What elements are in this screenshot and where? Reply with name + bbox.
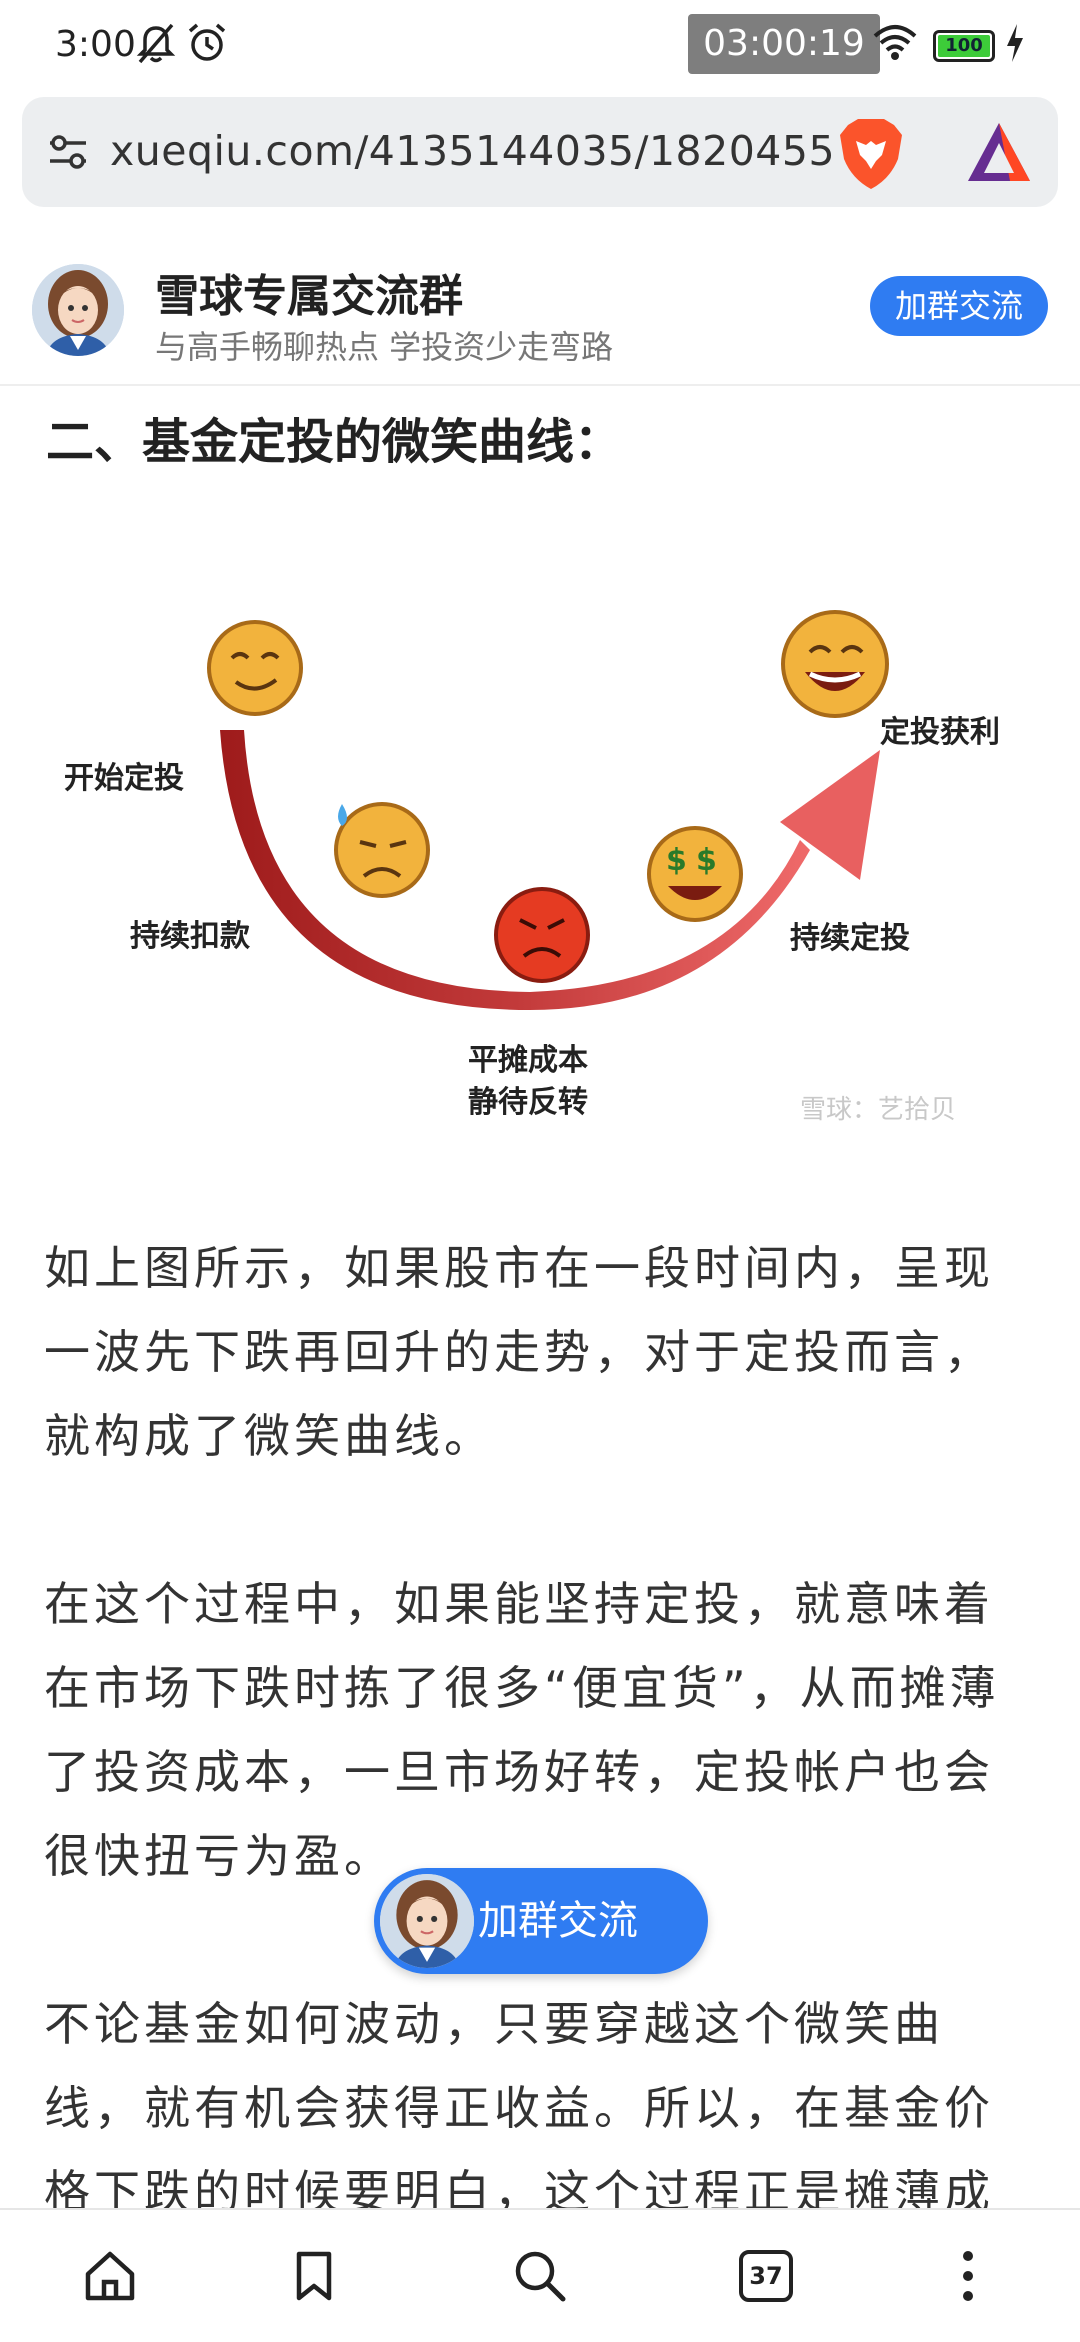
laughing-face-icon (781, 610, 889, 718)
status-bar: 3:00 03:00:19 100 (0, 0, 1080, 95)
home-icon (85, 2251, 135, 2301)
section-heading: 二、基金定投的微笑曲线： (46, 414, 623, 470)
sweat-face-icon (334, 802, 430, 898)
label-continue-invest: 持续定投 (790, 921, 910, 956)
paragraph-line: 在市场下跌时拣了很多“便宜货”，从而摊薄 (44, 1661, 1000, 1715)
watermark: 雪球：艺拾贝 (800, 1095, 956, 1125)
label-profit: 定投获利 (880, 715, 1000, 750)
label-average-cost-1: 平摊成本 (468, 1043, 588, 1078)
battery-level: 100 (938, 35, 990, 57)
label-continue-debit: 持续扣款 (130, 919, 251, 954)
bookmark-icon (296, 2251, 332, 2301)
brave-rewards-icon[interactable] (964, 119, 1034, 185)
label-average-cost-2: 静待反转 (468, 1085, 588, 1120)
floating-join-button[interactable]: 加群交流 (374, 1868, 708, 1974)
search-button[interactable] (480, 2210, 600, 2342)
wifi-icon (873, 25, 917, 60)
bottom-nav: 37 (0, 2208, 1080, 2340)
paragraph-line: 在这个过程中，如果能坚持定投，就意味着 (44, 1577, 994, 1631)
smile-curve-illustration: $ $ 开始定投 持续扣款 平摊成本 静待反转 持续定投 定投获利 雪球：艺拾贝 (40, 540, 1040, 1160)
charging-icon (1007, 24, 1023, 62)
paragraph-line: 一波先下跌再回升的走势，对于定投而言， (44, 1325, 994, 1379)
bell-muted-icon (136, 23, 176, 64)
floating-join-label: 加群交流 (478, 1898, 638, 1944)
smile-face-icon (207, 620, 303, 716)
alarm-icon (188, 23, 226, 61)
brave-shields-icon[interactable] (836, 115, 906, 191)
more-button[interactable] (908, 2210, 1028, 2342)
paragraph-1: 如上图所示，如果股市在一段时间内，呈现 一波先下跌再回升的走势，对于定投而言， … (44, 1226, 1044, 1478)
svg-text:$: $ (696, 843, 717, 878)
join-group-button[interactable]: 加群交流 (870, 276, 1048, 336)
paragraph-3: 不论基金如何波动，只要穿越这个微笑曲 线，就有机会获得正收益。所以，在基金价 格… (44, 1982, 1044, 2234)
address-bar[interactable]: xueqiu.com/4135144035/1820455 (22, 97, 1058, 207)
arrow-head (780, 750, 880, 880)
angry-face-icon (494, 887, 590, 983)
avatar (380, 1874, 474, 1968)
paragraph-line: 很快扭亏为盈。 (44, 1829, 394, 1883)
paragraph-2: 在这个过程中，如果能坚持定投，就意味着 在市场下跌时拣了很多“便宜货”，从而摊薄… (44, 1562, 1044, 1898)
paragraph-line: 就构成了微笑曲线。 (44, 1409, 494, 1463)
label-start: 开始定投 (64, 761, 184, 796)
home-button[interactable] (50, 2210, 170, 2342)
site-settings-icon[interactable] (46, 131, 90, 173)
banner-subtitle: 与高手畅聊热点 学投资少走弯路 (155, 328, 614, 366)
avatar (32, 264, 124, 356)
url-text[interactable]: xueqiu.com/4135144035/1820455 (110, 127, 836, 175)
clock-overlay: 03:00:19 (688, 14, 880, 74)
paragraph-line: 线，就有机会获得正收益。所以，在基金价 (44, 2081, 994, 2135)
more-icon (963, 2251, 973, 2301)
banner-title: 雪球专属交流群 (155, 271, 463, 322)
tabs-icon: 37 (739, 2250, 793, 2302)
status-time: 3:00 (55, 24, 136, 65)
paragraph-line: 了投资成本，一旦市场好转，定投帐户也会 (44, 1745, 994, 1799)
money-face-icon: $ $ (647, 826, 743, 922)
battery-icon: 100 (933, 30, 995, 62)
svg-text:$: $ (666, 843, 687, 878)
tabs-button[interactable]: 37 (706, 2210, 826, 2342)
paragraph-line: 不论基金如何波动，只要穿越这个微笑曲 (44, 1997, 944, 2051)
bookmark-button[interactable] (254, 2210, 374, 2342)
group-banner[interactable]: 雪球专属交流群 与高手畅聊热点 学投资少走弯路 加群交流 (0, 236, 1080, 386)
search-icon (515, 2251, 566, 2302)
paragraph-line: 如上图所示，如果股市在一段时间内，呈现 (44, 1241, 994, 1295)
